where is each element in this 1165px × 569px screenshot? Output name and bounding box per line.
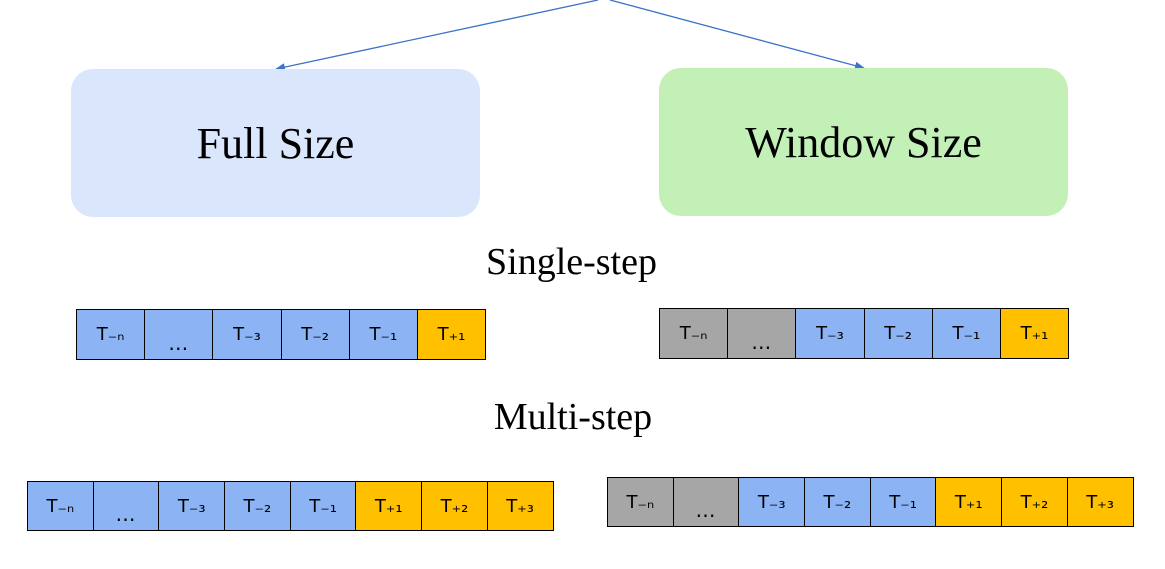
sequence-cell: T₊₁ bbox=[1000, 309, 1070, 359]
single-step-heading: Single-step bbox=[486, 241, 657, 283]
sequence-cell: T₊₁ bbox=[356, 482, 423, 531]
sequence-cell: T₋₃ bbox=[213, 310, 282, 360]
sequence-cell: T₋ₙ bbox=[608, 478, 674, 527]
sequence-cell: T₊₃ bbox=[487, 482, 554, 531]
window-size-label: Window Size bbox=[745, 117, 982, 167]
arrow-to-full-size bbox=[275, 0, 599, 72]
sequence-cell: … bbox=[145, 310, 214, 360]
sequence-cell: T₋₂ bbox=[864, 309, 933, 359]
sequence-cell: … bbox=[673, 478, 740, 527]
full-size-box: Full Size bbox=[71, 69, 480, 217]
sequence-cell: T₋₂ bbox=[805, 478, 871, 527]
sequence-cell: T₋ₙ bbox=[660, 309, 729, 359]
sequence-cell: T₋₂ bbox=[225, 482, 291, 531]
sequence-cell: T₊₁ bbox=[417, 310, 487, 360]
sequence-cell: T₋ₙ bbox=[77, 310, 146, 360]
sequence-cell: T₊₂ bbox=[1002, 478, 1068, 527]
sequence-cell: T₋₃ bbox=[796, 309, 865, 359]
sequence-cell: T₊₃ bbox=[1067, 478, 1134, 527]
sequence-cell: T₋₁ bbox=[349, 310, 418, 360]
sequence-cell: … bbox=[728, 309, 797, 359]
sequence-cell: T₋₂ bbox=[281, 310, 350, 360]
sequence-cell: … bbox=[93, 482, 160, 531]
full-size-label: Full Size bbox=[196, 118, 355, 168]
arrow-to-window-size bbox=[609, 0, 865, 70]
multi-step-heading: Multi-step bbox=[493, 396, 653, 438]
sequence-cell: T₋ₙ bbox=[28, 482, 94, 531]
sequence-cell: T₋₁ bbox=[290, 482, 357, 531]
sequence-cell: T₋₁ bbox=[932, 309, 1001, 359]
sequence-cell: T₋₃ bbox=[159, 482, 226, 531]
sequence-cell: T₊₁ bbox=[936, 478, 1003, 527]
sequence-cell: T₊₂ bbox=[422, 482, 488, 531]
sequence-cell: T₋₃ bbox=[739, 478, 806, 527]
window-size-box: Window Size bbox=[659, 68, 1068, 216]
sequence-cell: T₋₁ bbox=[870, 478, 937, 527]
